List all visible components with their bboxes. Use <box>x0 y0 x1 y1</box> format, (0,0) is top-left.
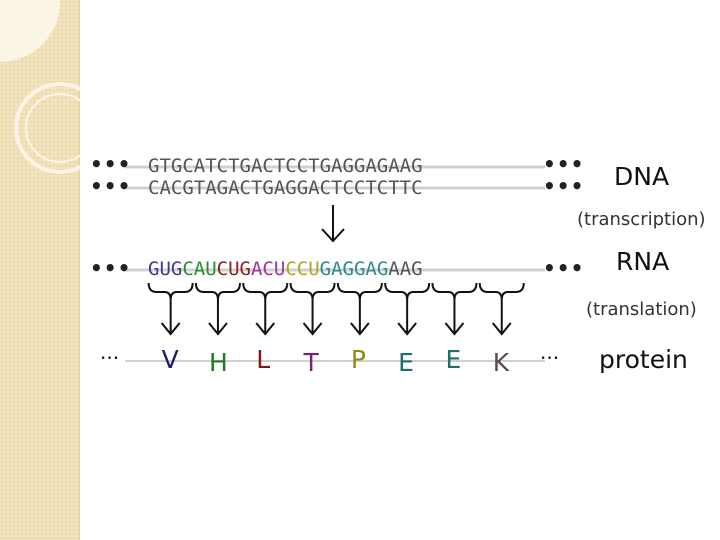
codon-translation-arrow <box>147 282 194 336</box>
rna-right-ellipsis: ••• <box>543 256 585 280</box>
amino-acid-letter: E <box>445 345 462 374</box>
transcription-arrow <box>321 205 345 243</box>
rna-codon: GAG <box>319 258 354 280</box>
codon-translation-arrow <box>289 282 336 336</box>
arrow-head <box>444 322 465 336</box>
rna-left-ellipsis: ••• <box>90 256 132 280</box>
sidebar-divider <box>79 0 80 540</box>
codon-brace <box>242 282 289 301</box>
decorative-circles <box>0 0 80 174</box>
arrow-head <box>491 322 512 336</box>
rna-strand: GUGCAUCUGACUCCUGAGGAGAAG <box>148 258 423 280</box>
amino-acid-letter: H <box>208 348 228 377</box>
rna-codon: CAU <box>182 258 217 280</box>
arrow-head <box>160 322 181 336</box>
protein-label: protein <box>599 345 688 374</box>
rna-codon: CUG <box>216 258 251 280</box>
corner-quarter-circle <box>0 0 61 63</box>
dna-top-strand: GTGCATCTGACTCCTGAGGAGAAG <box>148 155 423 177</box>
dna-label: DNA <box>614 162 670 191</box>
deco-ring-inner <box>25 93 80 163</box>
rna-codon: GAG <box>353 258 389 280</box>
arrow-head <box>255 322 276 336</box>
transcription-label: (transcription) <box>577 209 706 230</box>
arrow-head <box>208 322 228 336</box>
amino-acid-letter: L <box>256 345 271 374</box>
rna-codon: AAG <box>388 258 423 280</box>
codon-brace <box>147 282 194 301</box>
codon-brace <box>194 282 241 301</box>
rna-codon: CCU <box>285 258 320 280</box>
dna-top-left-ellipsis: ••• <box>90 152 132 176</box>
rna-codon: ACU <box>250 258 286 280</box>
arrow-head <box>350 322 370 336</box>
amino-acid-letter: T <box>303 348 319 377</box>
codon-translation-arrow <box>384 282 431 336</box>
codon-brace <box>431 282 478 301</box>
dna-bottom-left-ellipsis: ••• <box>90 174 132 198</box>
translation-label: (translation) <box>586 299 697 320</box>
codon-translation-arrow <box>194 282 241 336</box>
codon-translation-arrow <box>336 282 383 336</box>
dna-bottom-right-ellipsis: ••• <box>543 174 585 198</box>
codon-brace <box>289 282 336 301</box>
amino-acid-letter: V <box>161 345 179 374</box>
rna-codon: GUG <box>148 258 183 280</box>
amino-acid-letter: P <box>350 345 366 374</box>
codon-brace <box>384 282 431 301</box>
arrow-head <box>302 322 323 336</box>
codon-brace <box>336 282 383 301</box>
amino-acid-letter: E <box>398 348 414 377</box>
protein-right-ellipsis: ··· <box>540 346 560 370</box>
dna-top-right-ellipsis: ••• <box>543 152 585 176</box>
dna-bottom-strand: CACGTAGACTGAGGACTCCTCTTC <box>148 177 423 199</box>
arrow-head <box>397 322 417 336</box>
codon-translation-arrow <box>478 282 525 336</box>
protein-left-ellipsis: ··· <box>100 346 120 370</box>
amino-acid-letter: K <box>492 348 510 377</box>
codon-translation-arrow <box>431 282 478 336</box>
deco-ring-outer <box>14 82 80 174</box>
rna-label: RNA <box>616 247 670 276</box>
codon-brace <box>478 282 525 301</box>
codon-translation-arrow <box>242 282 289 336</box>
